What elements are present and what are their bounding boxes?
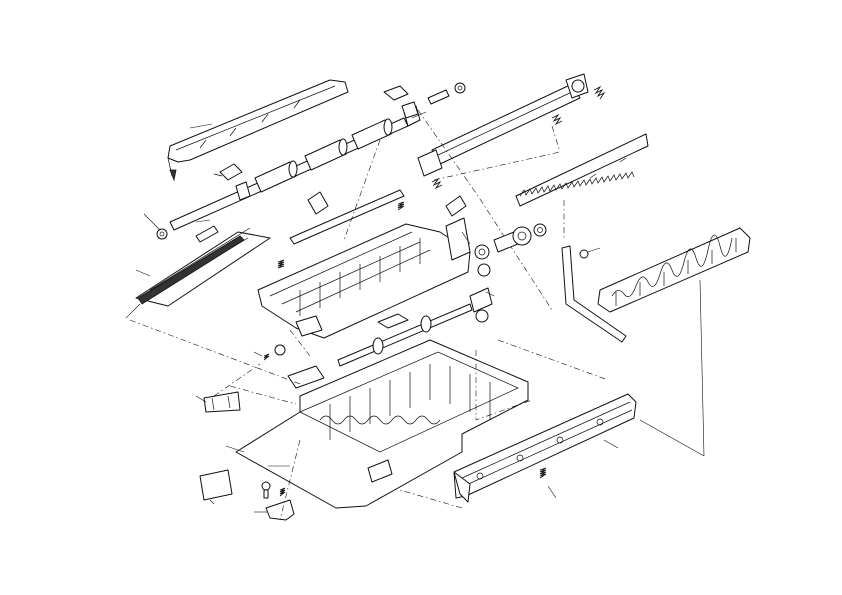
upper-guide-bar xyxy=(167,79,349,182)
leader-line xyxy=(225,445,245,453)
bushing-top xyxy=(383,82,466,119)
paper-guide-channel xyxy=(597,227,751,313)
lower-roller-shaft xyxy=(337,303,473,367)
leader-line xyxy=(189,123,213,129)
roller-segment xyxy=(304,138,348,171)
roller-shaft-assembly xyxy=(156,105,421,240)
centerline xyxy=(279,439,301,521)
spring xyxy=(397,201,405,211)
spring xyxy=(539,467,547,479)
upper-frame xyxy=(257,189,471,339)
gear-cluster xyxy=(474,223,547,260)
screw xyxy=(261,481,271,499)
leader-line xyxy=(485,291,495,297)
centerline xyxy=(399,489,463,509)
roller-segment xyxy=(254,160,298,193)
leader-line xyxy=(209,499,215,505)
leader-line xyxy=(639,419,705,457)
leader-line xyxy=(143,213,161,231)
leader-line xyxy=(699,279,705,457)
centerline xyxy=(213,363,261,397)
leader-line xyxy=(125,303,141,319)
base-tray xyxy=(235,339,529,509)
spring xyxy=(263,353,270,361)
washer xyxy=(274,344,286,356)
lever-bracket xyxy=(445,195,493,323)
leader-line xyxy=(461,231,471,245)
spring xyxy=(593,85,606,100)
fuser-roller xyxy=(417,73,589,177)
spring xyxy=(551,113,563,126)
leader-line xyxy=(135,269,151,277)
centerline xyxy=(229,385,297,405)
spring xyxy=(277,259,285,269)
ground-bracket xyxy=(561,245,627,343)
front-rail xyxy=(453,393,637,503)
leader-line xyxy=(603,439,619,449)
leader-line xyxy=(547,485,557,499)
leader-line xyxy=(195,395,207,403)
small-plate xyxy=(287,313,409,389)
centerline xyxy=(289,329,311,357)
leader-line xyxy=(195,219,211,223)
guide-plate-left xyxy=(135,225,271,307)
centerline xyxy=(497,339,609,381)
leader-line xyxy=(411,111,427,119)
centerline xyxy=(551,125,561,153)
spring xyxy=(279,487,286,497)
clip-left xyxy=(213,163,243,181)
spring xyxy=(431,177,443,190)
leader-line xyxy=(253,351,263,357)
leader-line xyxy=(587,247,601,253)
label-plate xyxy=(199,469,233,501)
lock-bracket xyxy=(203,391,241,413)
centerline xyxy=(129,319,301,385)
serrated-guide-plate xyxy=(515,133,649,207)
roller-segment xyxy=(351,118,393,150)
centerline xyxy=(475,350,533,421)
lower-bracket xyxy=(265,499,295,521)
centerline xyxy=(417,109,553,311)
centerline xyxy=(343,139,381,241)
